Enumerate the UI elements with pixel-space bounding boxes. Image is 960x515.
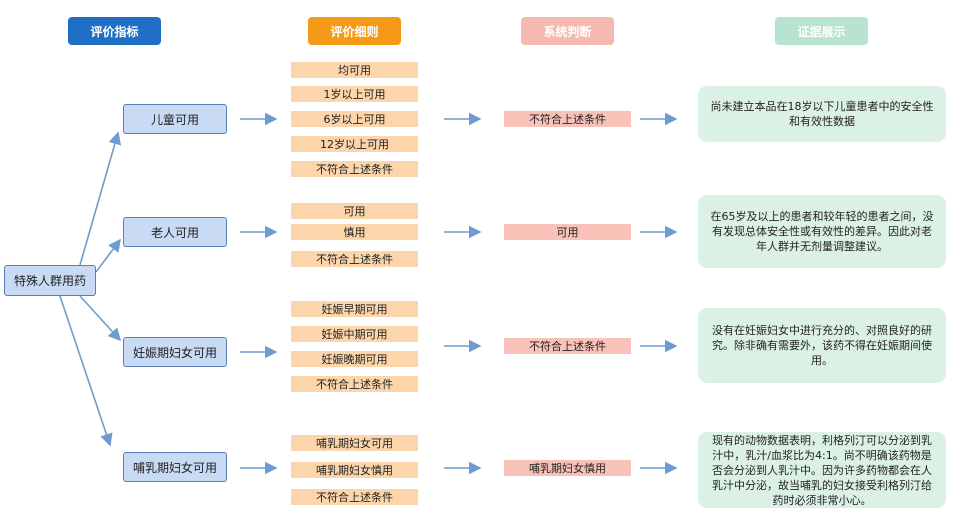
rule-item: 妊娠中期可用 xyxy=(291,326,418,342)
rule-item: 6岁以上可用 xyxy=(291,111,418,127)
rule-item: 不符合上述条件 xyxy=(291,251,418,267)
judgement-children: 不符合上述条件 xyxy=(504,111,631,127)
evidence-children: 尚未建立本品在18岁以下儿童患者中的安全性和有效性数据 xyxy=(698,86,946,142)
category-pregnant: 妊娠期妇女可用 xyxy=(123,337,227,367)
rule-item: 哺乳期妇女可用 xyxy=(291,435,418,451)
evidence-pregnant: 没有在妊娠妇女中进行充分的、对照良好的研究。除非确有需要外，该药不得在妊娠期间使… xyxy=(698,308,946,383)
evidence-elderly: 在65岁及以上的患者和较年轻的患者之间，没有发现总体安全性或有效性的差异。因此对… xyxy=(698,195,946,268)
rule-item: 哺乳期妇女慎用 xyxy=(291,462,418,478)
evidence-lactating: 现有的动物数据表明，利格列汀可以分泌到乳汁中，乳汁/血浆比为4:1。尚不明确该药… xyxy=(698,432,946,508)
header-indicator: 评价指标 xyxy=(68,17,161,45)
category-children: 儿童可用 xyxy=(123,104,227,134)
root-node: 特殊人群用药 xyxy=(4,265,96,296)
header-judgement: 系统判断 xyxy=(521,17,614,45)
rule-item: 不符合上述条件 xyxy=(291,489,418,505)
category-lactating: 哺乳期妇女可用 xyxy=(123,452,227,482)
judgement-elderly: 可用 xyxy=(504,224,631,240)
rule-item: 均可用 xyxy=(291,62,418,78)
rule-item: 不符合上述条件 xyxy=(291,376,418,392)
judgement-pregnant: 不符合上述条件 xyxy=(504,338,631,354)
rule-item: 妊娠早期可用 xyxy=(291,301,418,317)
header-rules: 评价细则 xyxy=(308,17,401,45)
header-evidence: 证据展示 xyxy=(775,17,868,45)
rule-item: 慎用 xyxy=(291,224,418,240)
rule-item: 12岁以上可用 xyxy=(291,136,418,152)
rule-item: 1岁以上可用 xyxy=(291,86,418,102)
rule-item: 可用 xyxy=(291,203,418,219)
category-elderly: 老人可用 xyxy=(123,217,227,247)
judgement-lactating: 哺乳期妇女慎用 xyxy=(504,460,631,476)
rule-item: 不符合上述条件 xyxy=(291,161,418,177)
rule-item: 妊娠晚期可用 xyxy=(291,351,418,367)
